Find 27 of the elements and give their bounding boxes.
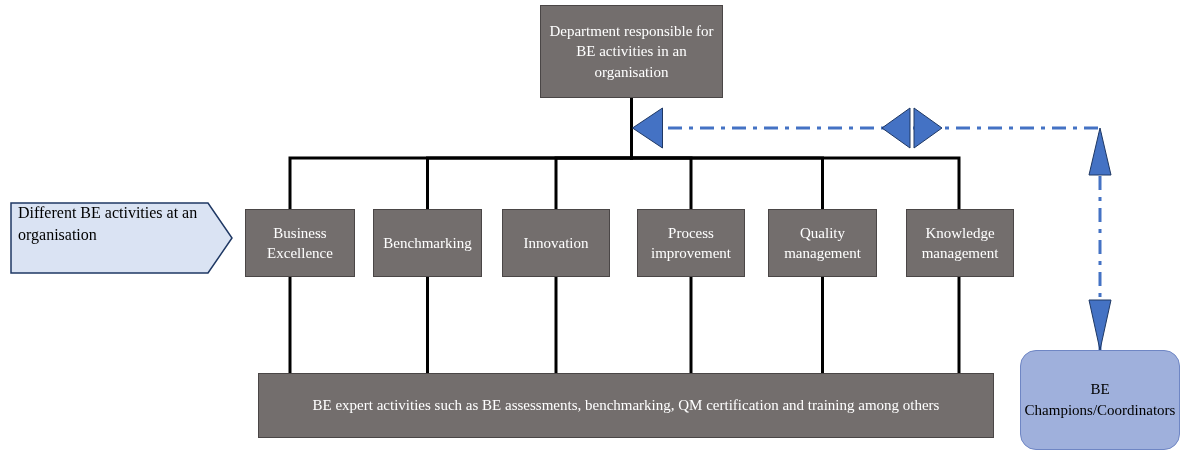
activity-box (540, 5, 723, 98)
connector-line (630, 98, 961, 209)
activity-box (502, 209, 610, 277)
connector-line (426, 277, 429, 373)
node-text: Business Excellence (266, 223, 334, 263)
node-text: BE Champions/Coordinators (1023, 380, 1177, 420)
connector-line (957, 277, 961, 373)
node-text: Benchmarking (383, 233, 472, 253)
node-text: Innovation (523, 233, 589, 253)
activity-box (373, 209, 482, 277)
connector-line (821, 277, 824, 373)
role-box (1020, 350, 1180, 450)
pentagon-callout (10, 202, 233, 274)
node-text: Quality management (783, 223, 862, 263)
connector-line (288, 277, 292, 373)
activity-box (768, 209, 877, 277)
node-text: Department responsible for BE activities in an organisation (548, 22, 715, 82)
node-text: Knowledge management (920, 223, 1000, 263)
activity-box (245, 209, 355, 277)
activity-box (906, 209, 1014, 277)
connector-line (689, 277, 693, 373)
node-text: BE expert activities such as BE assessments, benchmarking, QM certification and training among others (312, 396, 940, 416)
activity-box (258, 373, 994, 438)
node-text: Process improvement (650, 223, 732, 263)
activity-box (637, 209, 745, 277)
node-text: Different BE activities at an organisation (18, 203, 199, 246)
connector-line (554, 277, 558, 373)
